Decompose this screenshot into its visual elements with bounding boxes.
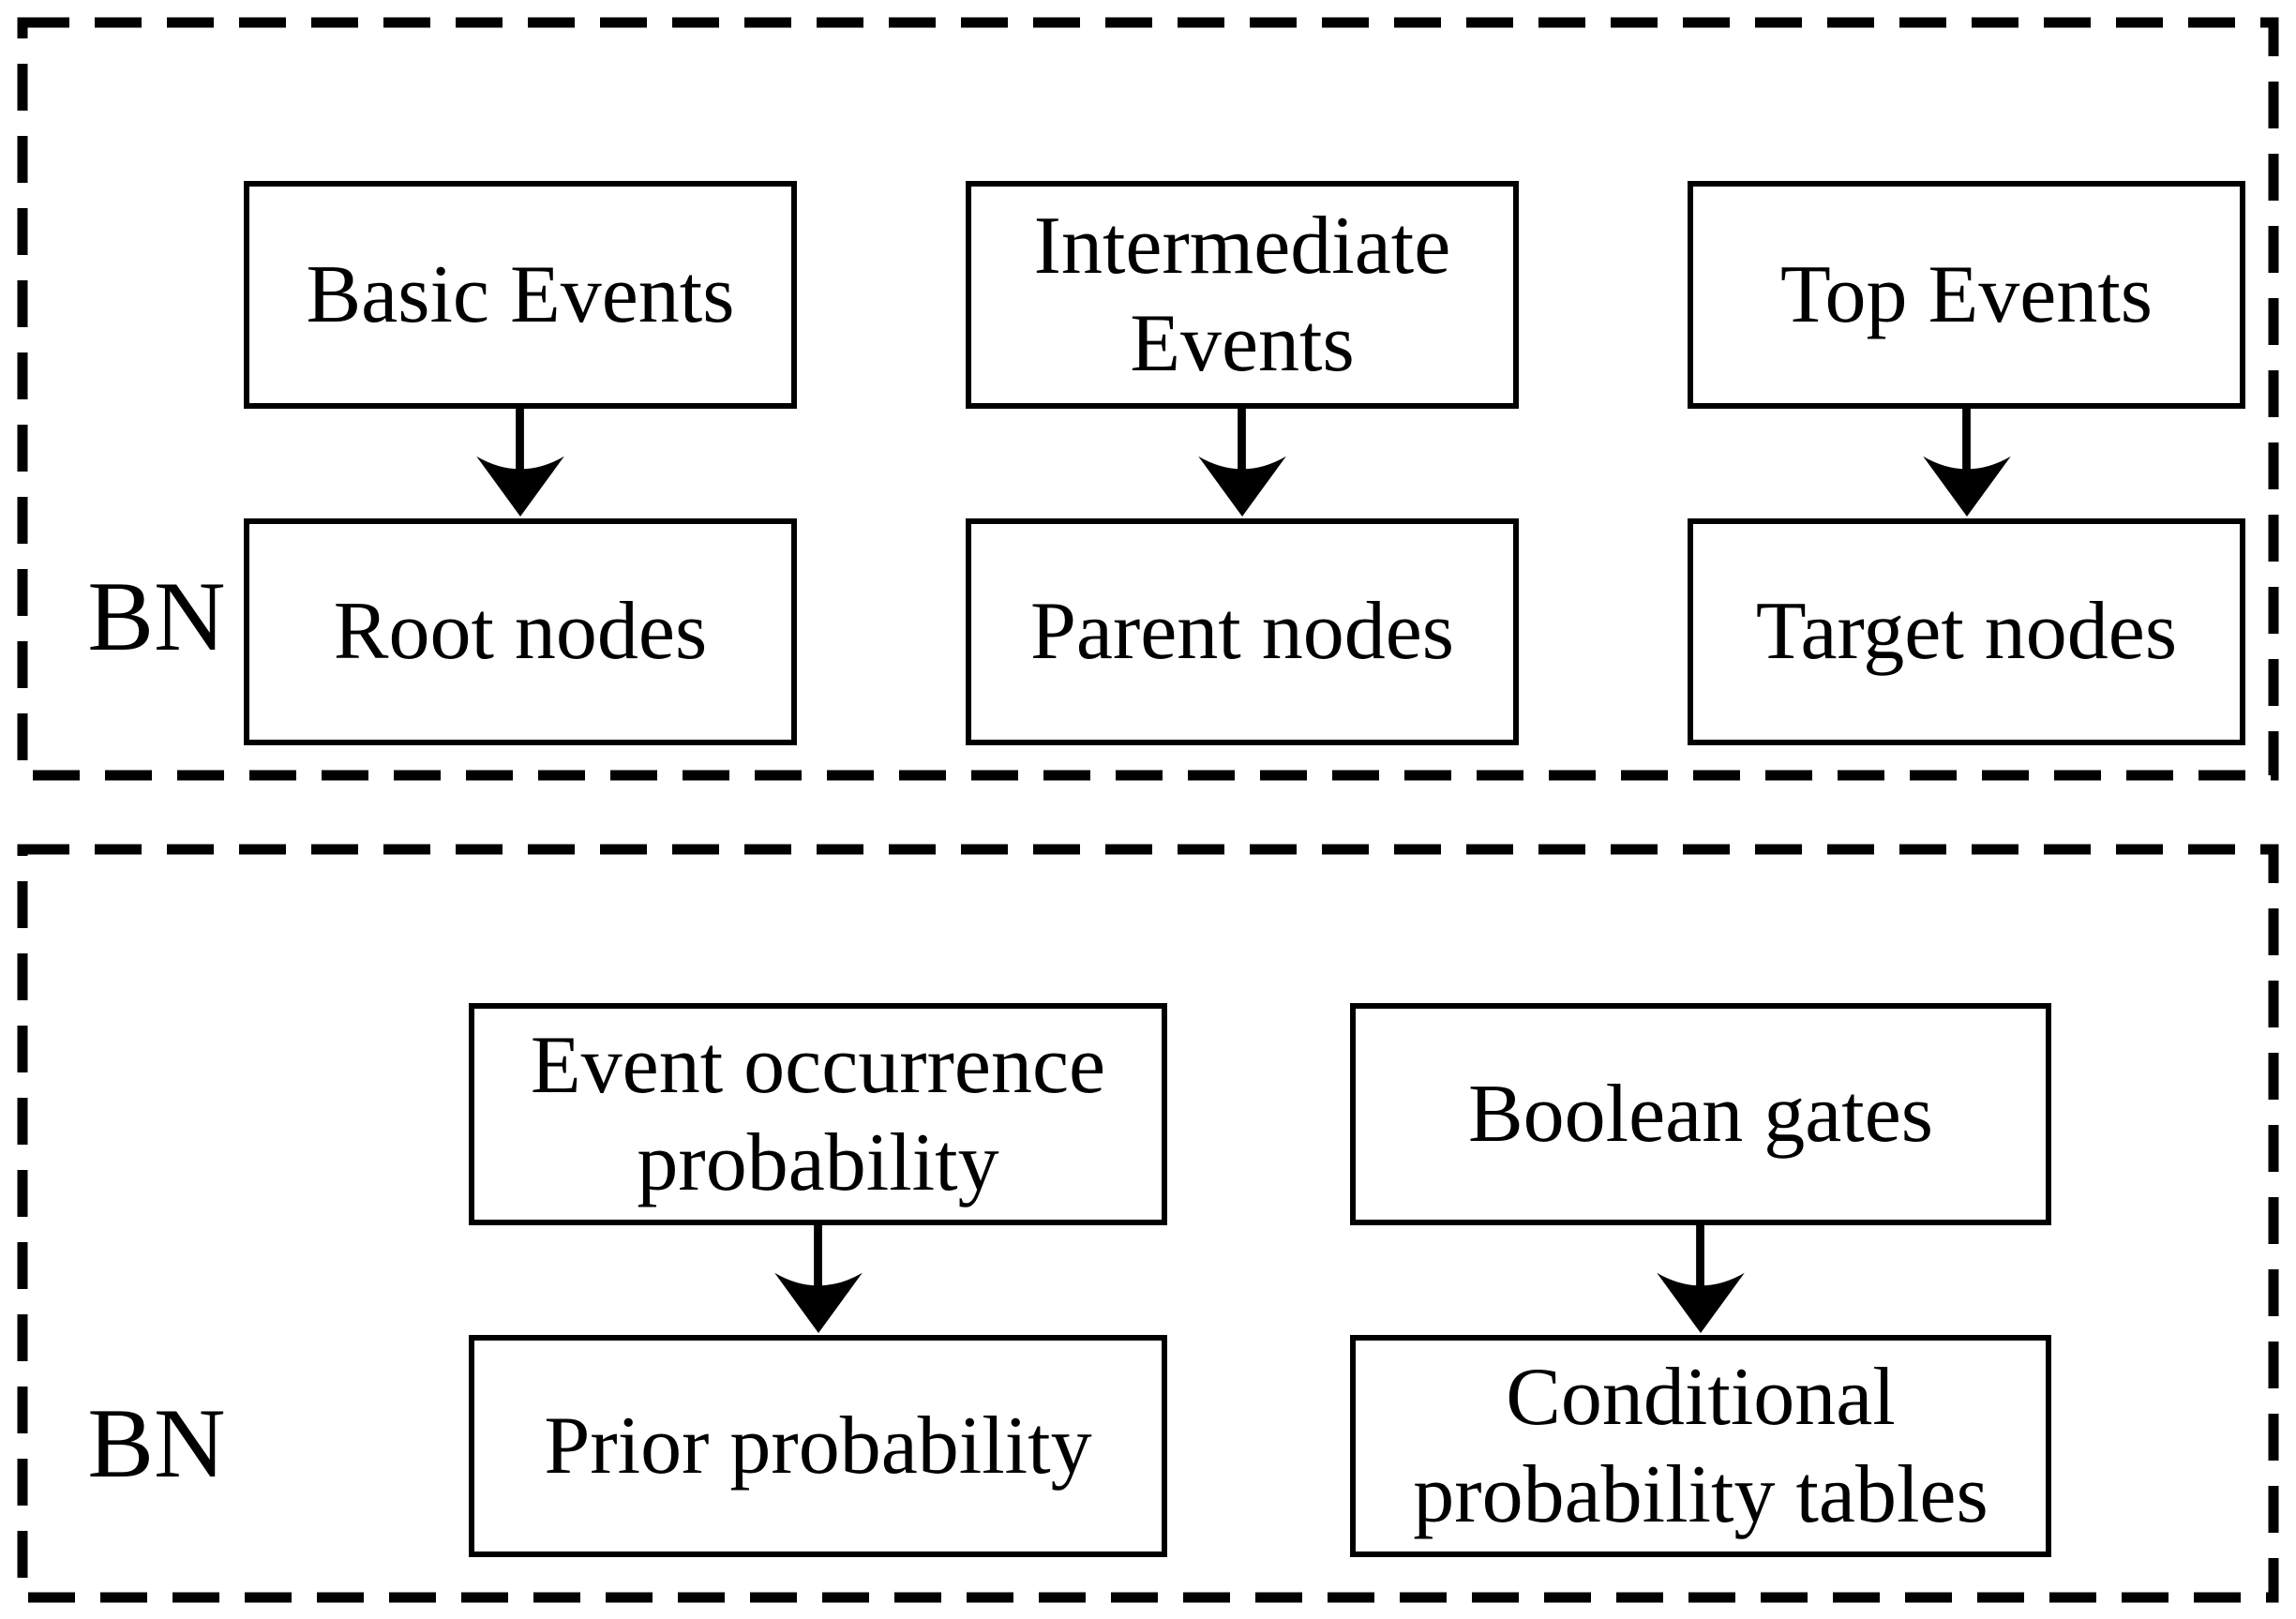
panel-label-bn: BN bbox=[87, 1388, 226, 1498]
mapping-column-top-events: Top Events Target nodes bbox=[1688, 17, 2245, 781]
source-box: Top Events bbox=[1688, 181, 2245, 409]
down-arrow-icon bbox=[1657, 1225, 1745, 1334]
target-box: Target nodes bbox=[1688, 518, 2245, 745]
mapping-column-intermediate-events: Intermediate Events Parent nodes bbox=[966, 17, 1519, 781]
mapping-column-basic-events: Basic Events Root nodes bbox=[244, 17, 797, 781]
down-arrow-icon bbox=[1922, 409, 2011, 517]
target-box: Parent nodes bbox=[966, 518, 1519, 745]
target-box: Conditional probability tables bbox=[1350, 1335, 2051, 1557]
dashed-border bbox=[17, 17, 2279, 781]
target-box: Root nodes bbox=[244, 518, 797, 745]
mapping-panel-probabilities: BN Event occurrence probability Prior pr… bbox=[17, 844, 2279, 1603]
source-box: Basic Events bbox=[244, 181, 797, 409]
mapping-column-boolean-gates: Boolean gates Conditional probability ta… bbox=[1350, 844, 2051, 1603]
panel-label-bn: BN bbox=[87, 562, 226, 671]
source-box: Boolean gates bbox=[1350, 1003, 2051, 1225]
down-arrow-icon bbox=[773, 1225, 863, 1334]
down-arrow-icon bbox=[1198, 409, 1286, 517]
source-box: Event occurrence probability bbox=[469, 1003, 1167, 1225]
mapping-panel-events-to-nodes: BN Basic Events Root nodes Intermediate … bbox=[17, 17, 2279, 781]
source-box: Intermediate Events bbox=[966, 181, 1519, 409]
mapping-column-event-probability: Event occurrence probability Prior proba… bbox=[469, 844, 1167, 1603]
down-arrow-icon bbox=[476, 409, 564, 517]
dashed-border bbox=[17, 844, 2279, 1603]
target-box: Prior probability bbox=[469, 1335, 1167, 1557]
